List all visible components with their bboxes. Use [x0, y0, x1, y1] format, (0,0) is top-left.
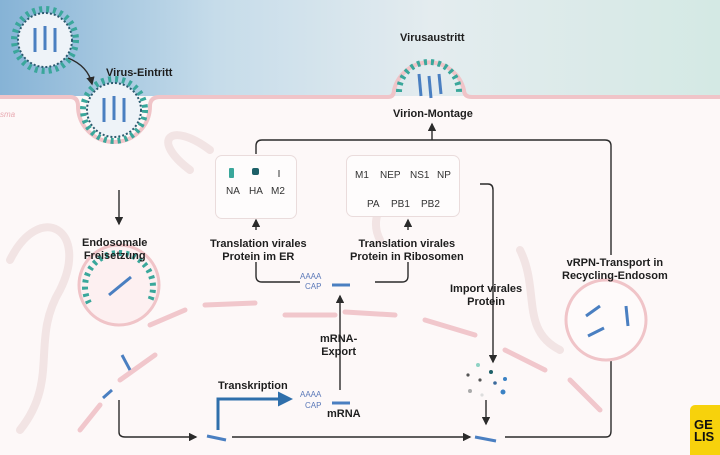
protein-nep: NEP: [380, 170, 401, 181]
protein-pb2: PB2: [421, 199, 440, 210]
protein-np: NP: [437, 170, 451, 181]
protein-ha: HA: [249, 186, 263, 197]
protein-na: NA: [226, 186, 240, 197]
cap-tag-top: CAP: [305, 282, 322, 291]
arrow-import: [480, 183, 498, 364]
endosome: [77, 243, 161, 327]
plasma-label: sma: [0, 110, 16, 119]
arrow-to-recycling: [505, 350, 616, 438]
label-virion-assembly: Virion-Montage: [393, 108, 473, 120]
protein-ns1: NS1: [410, 170, 430, 181]
arrow-ribo-branch: [375, 262, 409, 283]
er-protein-box: NA HA M2: [215, 155, 297, 219]
virus-particle-free: [11, 6, 79, 74]
label-virus-exit: Virusaustritt: [400, 32, 465, 44]
ribosome-protein-box: M1 NEP NS1 NP PA PB1 PB2: [346, 155, 460, 217]
vrnp-replicated: [474, 435, 497, 443]
protein-pa: PA: [367, 199, 380, 210]
virus-budding: [396, 59, 462, 99]
recycling-endosome: [564, 278, 648, 362]
cap-tag-bottom: CAP: [305, 401, 322, 410]
vrnp-template: [206, 434, 227, 442]
protein-pb1: PB1: [391, 199, 410, 210]
ha-icon: [252, 168, 259, 175]
polya-tag-bottom: AAAA: [300, 390, 322, 399]
arrow-entry: [67, 57, 95, 86]
virus-particle-entering: [80, 76, 148, 144]
vrnp-released-2: [102, 388, 113, 400]
vrnp-released-1: [120, 354, 132, 371]
extracellular-space: [0, 0, 720, 96]
label-transcription: Transkription: [218, 380, 288, 392]
label-mrna: mRNA: [327, 408, 361, 420]
arrow-er-branch: [255, 262, 300, 283]
protein-m1: M1: [355, 170, 369, 181]
na-icon: [229, 168, 234, 178]
arrow-to-bottom: [118, 400, 198, 442]
arrow-to-assembly: [255, 139, 612, 255]
protein-m2: M2: [271, 186, 285, 197]
label-mrna-export: mRNA-Export: [320, 333, 358, 358]
label-virus-entry: Virus-Eintritt: [106, 67, 173, 79]
transcription-arrow: [216, 391, 293, 430]
polya-tag-top: AAAA: [300, 272, 322, 281]
m2-icon: [278, 170, 280, 177]
imported-proteins: [466, 363, 507, 397]
